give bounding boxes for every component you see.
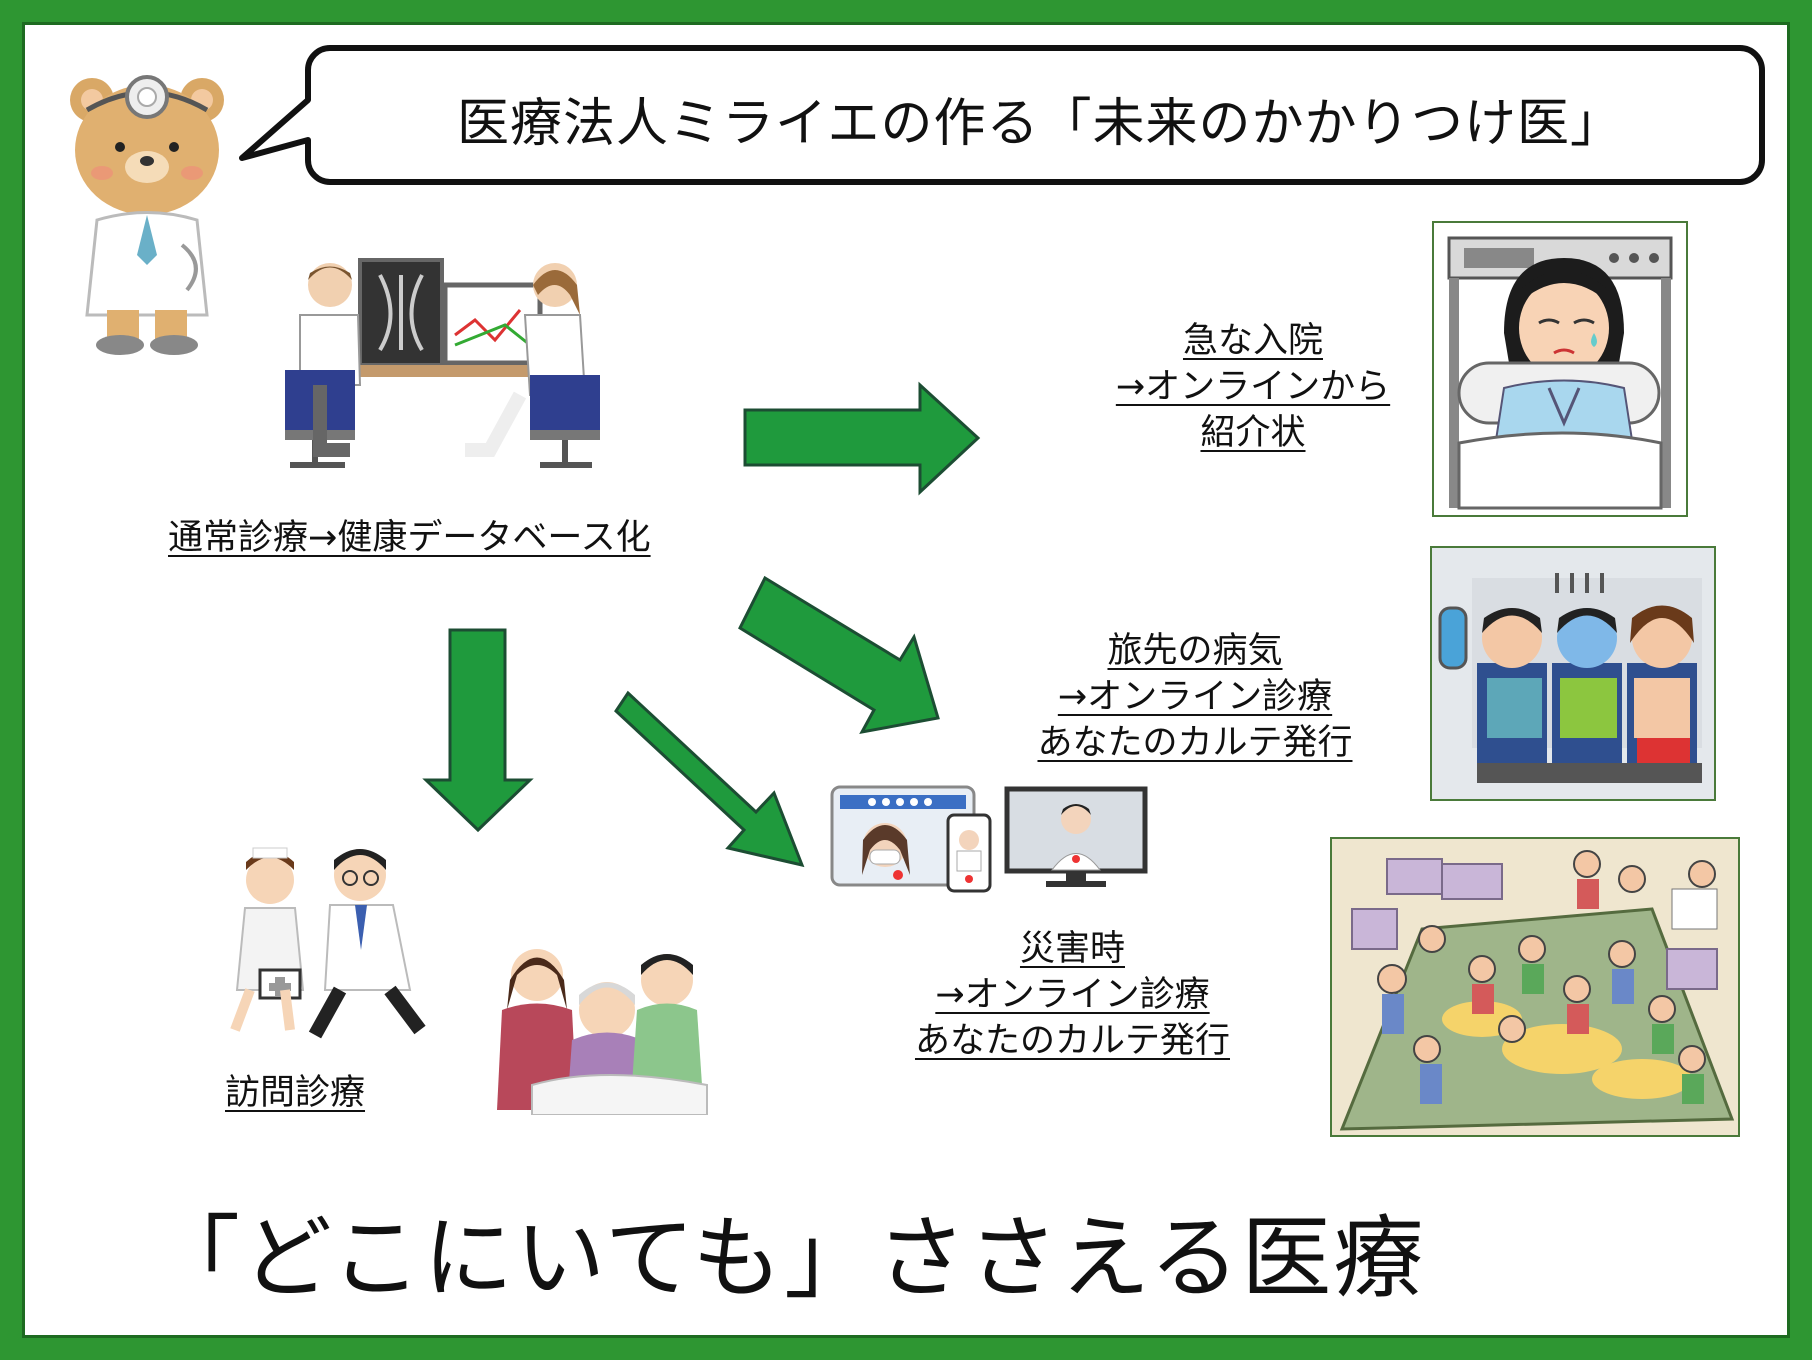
airplane-passengers-icon xyxy=(1430,546,1716,801)
arrow-to-travel xyxy=(738,575,940,735)
doctors-at-computer-icon xyxy=(285,258,600,468)
nurse-doctor-visit-icon xyxy=(230,847,426,1039)
family-care-icon xyxy=(497,949,708,1115)
arrow-to-online xyxy=(614,690,805,868)
hospitalized-patient-icon xyxy=(1432,221,1688,517)
arrow-to-hospital xyxy=(743,381,981,496)
label-regular-care: 通常診療→健康データベース化 xyxy=(168,518,651,558)
footer-slogan: 「どこにいても」ささえる医療 xyxy=(150,1206,1426,1311)
label-home-visit: 訪問診療 xyxy=(225,1073,366,1113)
speech-bubble xyxy=(239,45,1765,185)
arrow-to-home xyxy=(422,628,534,833)
label-hospital: 急な入院 →オンラインから 紹介状 xyxy=(1115,321,1391,453)
bear-doctor-icon xyxy=(70,75,224,355)
online-consult-devices-icon xyxy=(830,785,1148,893)
label-disaster: 災害時 →オンライン診療 あなたのカルテ発行 xyxy=(914,929,1230,1061)
evacuation-shelter-icon xyxy=(1330,837,1740,1137)
label-travel: 旅先の病気 →オンライン診療 あなたのカルテ発行 xyxy=(1037,631,1353,763)
page-title: 医療法人ミライエの作る「未来のかかりつけ医」 xyxy=(456,93,1623,154)
